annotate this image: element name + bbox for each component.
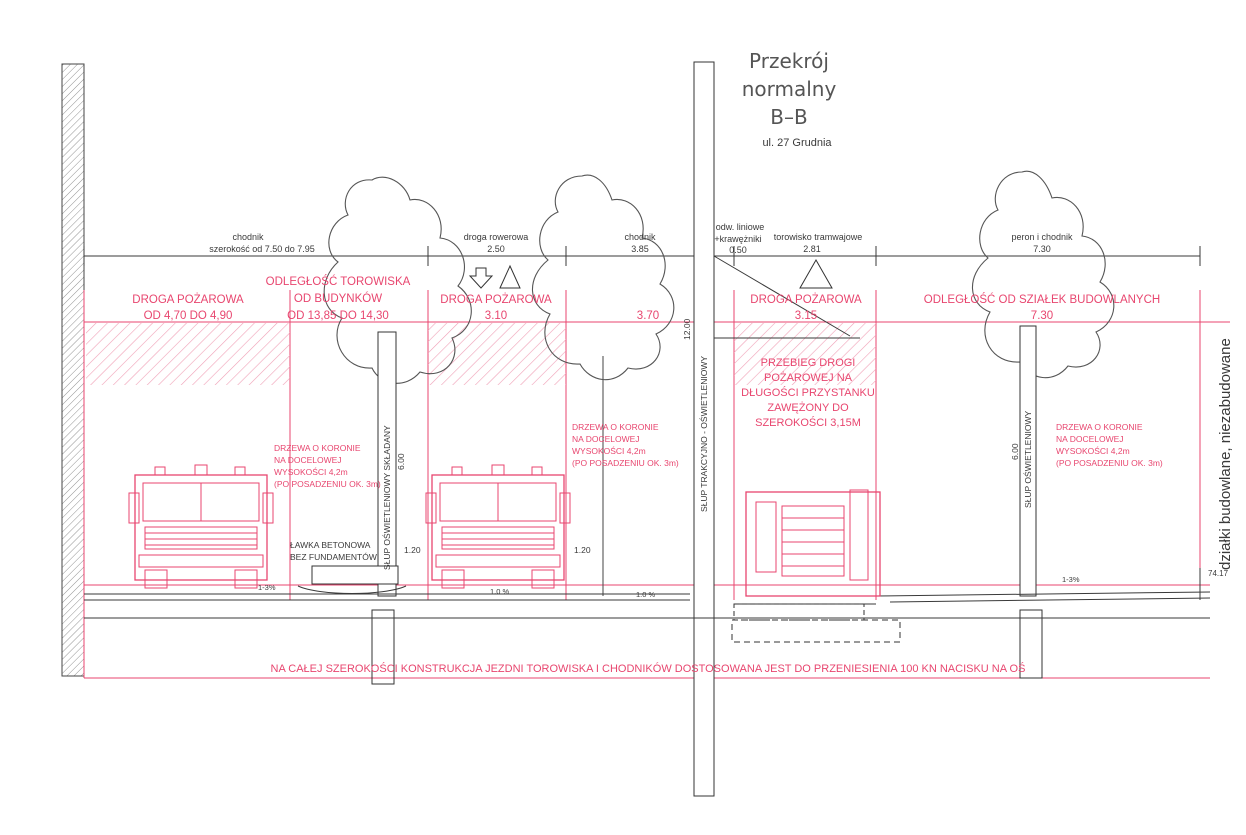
tree-note-b-2: NA DOCELOWEJ bbox=[572, 434, 640, 444]
zone-fire-road-1-width: OD 4,70 DO 4,90 bbox=[144, 310, 233, 322]
direction-arrows-bike bbox=[468, 264, 521, 289]
zone-fire-road-2-width: 3.10 bbox=[485, 310, 507, 322]
fire-route-stop-note-3: DŁUGOŚCI PRZYSTANKU bbox=[741, 386, 875, 399]
dim-curb-width: 0.50 bbox=[729, 245, 747, 255]
pole-traction-label: SŁUP TRAKCYJNO - OŚWIETLENIOWY bbox=[698, 356, 709, 512]
tree-note-c-2: NA DOCELOWEJ bbox=[1056, 434, 1124, 444]
tree-note-b-1: DRZEWA O KORONIE bbox=[572, 422, 659, 432]
tree-note-c-3: WYSOKOŚCI 4,2m bbox=[1056, 445, 1130, 456]
slope-b: 1.0 % bbox=[490, 587, 510, 596]
tree-note-b-3: WYSOKOŚCI 4,2m bbox=[572, 445, 646, 456]
hatch-zone-mid bbox=[428, 323, 566, 385]
pole-height-a: 6.00 bbox=[396, 453, 406, 470]
fire-route-stop-note-5: SZEROKOŚCI 3,15M bbox=[755, 416, 861, 429]
zone-plots-distance-width: 7.30 bbox=[1031, 310, 1053, 322]
offset-b: 1.20 bbox=[574, 545, 591, 555]
hatch-zone-stop bbox=[734, 323, 876, 385]
dim-sidewalk-mid: chodnik bbox=[624, 232, 656, 242]
tree-note-b-4: (PO POSADZENIU OK. 3m) bbox=[572, 458, 679, 468]
tree-note-a-1: DRZEWA O KORONIE bbox=[274, 443, 361, 453]
dim-curb: odw. liniowe bbox=[716, 222, 765, 232]
title-line2: normalny bbox=[742, 77, 837, 101]
bench-label-1: ŁAWKA BETONOWA bbox=[290, 540, 371, 550]
pole-lighting-label: SŁUP OŚWIETLENIOWY bbox=[1022, 411, 1033, 508]
fire-route-stop-note-1: PRZEBIEG DROGI bbox=[761, 357, 856, 369]
footer-note: NA CAŁEJ SZEROKOŚCI KONSTRUKCJA JEZDNI T… bbox=[271, 662, 1026, 675]
slope-d: 1-3% bbox=[1062, 575, 1080, 584]
zone-fire-road-3-width: 3.15 bbox=[795, 310, 817, 322]
traction-pole bbox=[693, 61, 860, 797]
dim-sidewalk-mid-width: 3.85 bbox=[631, 244, 649, 254]
fire-route-stop-note-4: ZAWĘŻONY DO bbox=[767, 401, 849, 414]
slope-a: 1-3% bbox=[258, 583, 276, 592]
pole-height-b: 12.00 bbox=[682, 318, 692, 340]
elevation: 74.17 bbox=[1208, 569, 1229, 578]
zone-fire-road-1: DROGA POŻAROWA bbox=[132, 293, 244, 306]
dim-platform-width: 7.30 bbox=[1033, 244, 1051, 254]
zone-fire-road-3: DROGA POŻAROWA bbox=[750, 293, 862, 306]
lighting-pole-left bbox=[371, 331, 397, 685]
tram-arrow bbox=[799, 258, 833, 289]
tree-note-a-3: WYSOKOŚCI 4,2m bbox=[274, 466, 348, 477]
title-line3: B–B bbox=[770, 105, 807, 129]
dim-tramway-width: 2.81 bbox=[803, 244, 821, 254]
side-note: działki budowlane, niezabudowane bbox=[1217, 338, 1234, 570]
street-name: ul. 27 Grudnia bbox=[762, 137, 832, 149]
tree-note-a-4: (PO POSADZENIU OK. 3m) bbox=[274, 479, 381, 489]
zone-track-distance-3: OD 13,85 DO 14,30 bbox=[287, 310, 389, 322]
zone-width-370: 3.70 bbox=[637, 310, 659, 322]
tree-mid bbox=[531, 174, 675, 596]
tree-note-c-4: (PO POSADZENIU OK. 3m) bbox=[1056, 458, 1163, 468]
dim-tramway: torowisko tramwajowe bbox=[774, 232, 863, 242]
pole-folding-label: SŁUP OŚWIETLENIOWY SKŁADANY bbox=[381, 425, 392, 570]
dim-platform: peron i chodnik bbox=[1011, 232, 1073, 242]
bench-label-2: BEZ FUNDAMENTÓW bbox=[290, 552, 377, 562]
offset-a: 1.20 bbox=[404, 545, 421, 555]
zone-track-distance-2: OD BUDYNKÓW bbox=[294, 292, 382, 305]
building-wall bbox=[61, 63, 85, 677]
slope-c: 1.0 % bbox=[636, 590, 656, 599]
fire-truck-2 bbox=[425, 464, 571, 589]
tree-note-a-2: NA DOCELOWEJ bbox=[274, 455, 342, 465]
pole-height-c: 6.00 bbox=[1010, 443, 1020, 460]
dim-bike-path-width: 2.50 bbox=[487, 244, 505, 254]
lighting-pole-right bbox=[1019, 325, 1043, 679]
tree-right bbox=[971, 170, 1115, 379]
zone-track-distance: ODLEGŁOŚĆ TOROWISKA bbox=[266, 275, 411, 288]
dim-bike-path: droga rowerowa bbox=[464, 232, 529, 242]
zone-fire-road-2: DROGA POŻAROWA bbox=[440, 293, 552, 306]
road-structure bbox=[84, 568, 1211, 643]
fire-truck-1 bbox=[128, 464, 274, 589]
zone-plots-distance: ODLEGŁOŚĆ OD SZIAŁEK BUDOWLANYCH bbox=[924, 293, 1160, 306]
dim-curb-2: +krawężniki bbox=[714, 234, 761, 244]
hatch-zone-left bbox=[86, 323, 290, 385]
dim-sidewalk-left-width: szerokość od 7.50 do 7.95 bbox=[209, 244, 315, 254]
tree-note-c-1: DRZEWA O KORONIE bbox=[1056, 422, 1143, 432]
title-line1: Przekrój bbox=[749, 49, 829, 73]
fire-route-stop-note-2: POŻAROWEJ NA bbox=[764, 371, 853, 384]
dim-sidewalk-left: chodnik bbox=[232, 232, 264, 242]
concrete-bench bbox=[311, 565, 399, 585]
fire-truck-3 bbox=[745, 489, 881, 597]
